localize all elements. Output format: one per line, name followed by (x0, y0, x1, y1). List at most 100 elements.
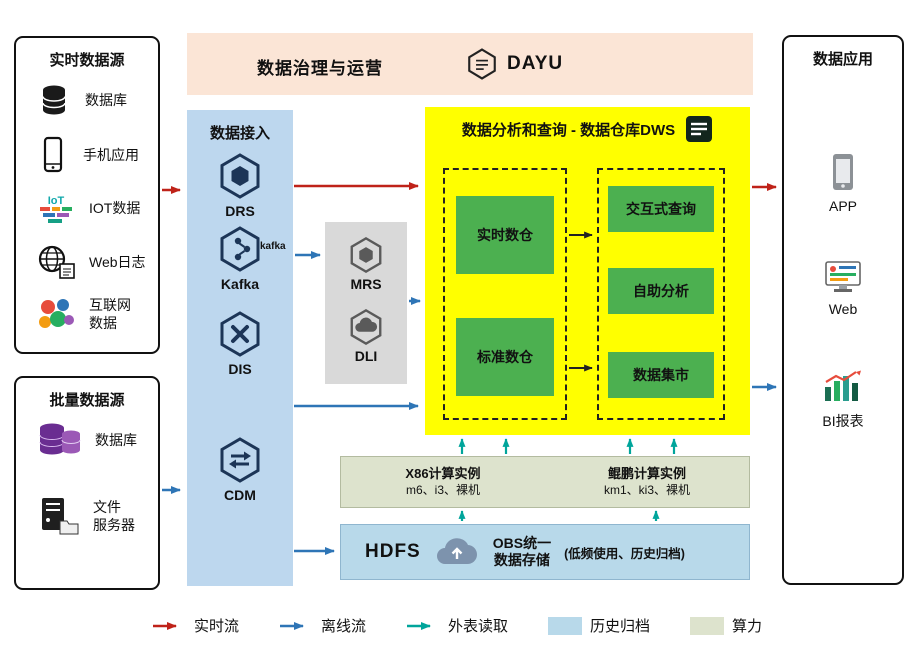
legend-label: 算力 (732, 618, 763, 635)
obs-label: OBS统一 数据存储 (493, 535, 551, 570)
source-item-internet: 互联网 数据 (16, 296, 158, 332)
app-phone-icon (833, 154, 853, 190)
applications-title: 数据应用 (812, 51, 873, 68)
red-arrow-icon (152, 621, 177, 630)
governance-title: 数据治理与运营 (257, 59, 383, 78)
module-interactive-query: 交互式查询 (608, 186, 714, 232)
file-server-icon (42, 498, 79, 535)
source-item-mobile: 手机应用 (16, 136, 158, 174)
dws-panel: 数据分析和查询 - 数据仓库DWS 实时数仓 标准数仓 交互式查询 自助分析 数… (425, 107, 750, 435)
ingestion-item-label: DIS (228, 361, 252, 377)
processing-item-label: MRS (350, 276, 382, 292)
obs-cloud-icon (436, 538, 477, 565)
realtime-sources-panel: 实时数据源 数据库 手机应用 IoT (14, 36, 160, 354)
legend-label: 实时流 (193, 618, 239, 635)
app-item-web: Web (784, 259, 902, 317)
source-item-label: IOT数据 (89, 199, 141, 216)
analysis-group (597, 168, 725, 420)
module-self-analysis: 自助分析 (608, 268, 714, 314)
ingestion-item-cdm: CDM (187, 436, 293, 503)
obs-line2: 数据存储 (493, 552, 550, 568)
source-item-label: 文件 服务器 (93, 498, 135, 533)
legend-compute-power: 算力 (690, 615, 762, 636)
web-log-icon (38, 245, 75, 279)
source-item-label: Web日志 (89, 253, 146, 270)
dayu-logo-text: DAYU (507, 53, 564, 74)
ingestion-item-kafka: kafka Kafka (187, 225, 293, 292)
source-item-iot: IoT IOT数据 (16, 190, 158, 226)
internet-data-icon (39, 299, 74, 329)
dayu-logo-icon (468, 48, 496, 80)
module-realtime-warehouse: 实时数仓 (456, 196, 554, 274)
legend-realtime-flow: 实时流 (152, 615, 239, 636)
compute-kunpeng-spec: km1、ki3、裸机 (603, 482, 690, 497)
source-item-weblog: Web日志 (16, 244, 158, 280)
processing-item-dli: DLI (325, 308, 407, 364)
iot-icon: IoT (40, 195, 72, 223)
hdfs-label: HDFS (365, 541, 421, 562)
module-data-mart: 数据集市 (608, 352, 714, 398)
legend-history-archive: 历史归档 (548, 615, 650, 636)
legend-label: 外表读取 (447, 618, 508, 635)
app-item-app: APP (784, 152, 902, 214)
app-item-bi: BI报表 (784, 367, 902, 431)
app-item-label: APP (828, 198, 857, 214)
processing-item-mrs: MRS (325, 236, 407, 292)
source-item-label: 数据库 (85, 91, 127, 108)
batch-sources-title: 批量数据源 (49, 392, 125, 409)
cdm-hexagon-icon (220, 437, 260, 483)
kafka-hexagon-icon (220, 226, 260, 272)
ingestion-item-label: CDM (224, 487, 256, 503)
teal-arrow-icon (406, 621, 431, 630)
legend: 实时流 离线流 外表读取 历史归档 算力 (0, 615, 914, 636)
storage-panel: HDFS OBS统一 数据存储 (低频使用、历史归档) (340, 524, 750, 580)
compute-kunpeng-title: 鲲鹏计算实例 (607, 465, 686, 481)
dis-hexagon-icon (220, 311, 260, 357)
dws-title: 数据分析和查询 - 数据仓库DWS (461, 121, 676, 139)
processing-panel: MRS DLI (325, 222, 407, 384)
source-item-database: 数据库 (16, 82, 158, 118)
compute-power-swatch (690, 616, 725, 635)
dws-stack-icon (686, 116, 713, 142)
compute-panel: X86计算实例 m6、i3、裸机 鲲鹏计算实例 km1、ki3、裸机 (340, 456, 750, 508)
warehouse-group (443, 168, 567, 420)
blue-arrow-icon (279, 621, 304, 630)
mobile-phone-icon (43, 136, 63, 173)
processing-item-label: DLI (354, 348, 378, 364)
ingestion-item-label: DRS (225, 203, 255, 219)
source-item-label: 互联网 数据 (89, 297, 131, 332)
obs-line1: OBS统一 (492, 534, 552, 551)
ingestion-panel: 数据接入 DRS kafka Kafka (187, 110, 293, 586)
module-standard-warehouse: 标准数仓 (456, 318, 554, 396)
storage-note: (低频使用、历史归档) (564, 546, 685, 561)
compute-x86-spec: m6、i3、裸机 (405, 482, 480, 497)
source-item-label: 数据库 (95, 431, 137, 448)
database-purple-icon (39, 423, 81, 455)
app-item-label: BI报表 (822, 413, 864, 429)
legend-label: 离线流 (320, 618, 366, 635)
applications-panel: 数据应用 APP Web (782, 35, 904, 585)
ingestion-item-label: Kafka (220, 276, 260, 292)
ingestion-title: 数据接入 (209, 125, 270, 142)
bi-report-icon (825, 370, 861, 401)
compute-x86-title: X86计算实例 (405, 465, 481, 481)
source-item-label: 手机应用 (83, 146, 139, 163)
kafka-wordmark: kafka (260, 241, 286, 252)
batch-sources-panel: 批量数据源 数据库 文件 服务器 (14, 376, 160, 590)
ingestion-item-drs: DRS (187, 152, 293, 219)
dayu-logo: DAYU (465, 47, 563, 81)
mrs-hexagon-icon (350, 237, 382, 273)
compute-x86: X86计算实例 m6、i3、裸机 (341, 457, 545, 507)
database-icon (42, 85, 66, 115)
compute-kunpeng: 鲲鹏计算实例 km1、ki3、裸机 (545, 457, 749, 507)
svg-text:IoT: IoT (48, 195, 65, 207)
source-item-database-batch: 数据库 (16, 420, 158, 460)
legend-label: 历史归档 (590, 618, 651, 635)
web-monitor-icon (825, 261, 861, 292)
dli-hexagon-icon (350, 309, 382, 345)
history-archive-swatch (548, 616, 582, 635)
realtime-sources-title: 实时数据源 (49, 52, 125, 69)
source-item-fileserver: 文件 服务器 (16, 496, 158, 536)
governance-bar: 数据治理与运营 DAYU (187, 33, 753, 95)
